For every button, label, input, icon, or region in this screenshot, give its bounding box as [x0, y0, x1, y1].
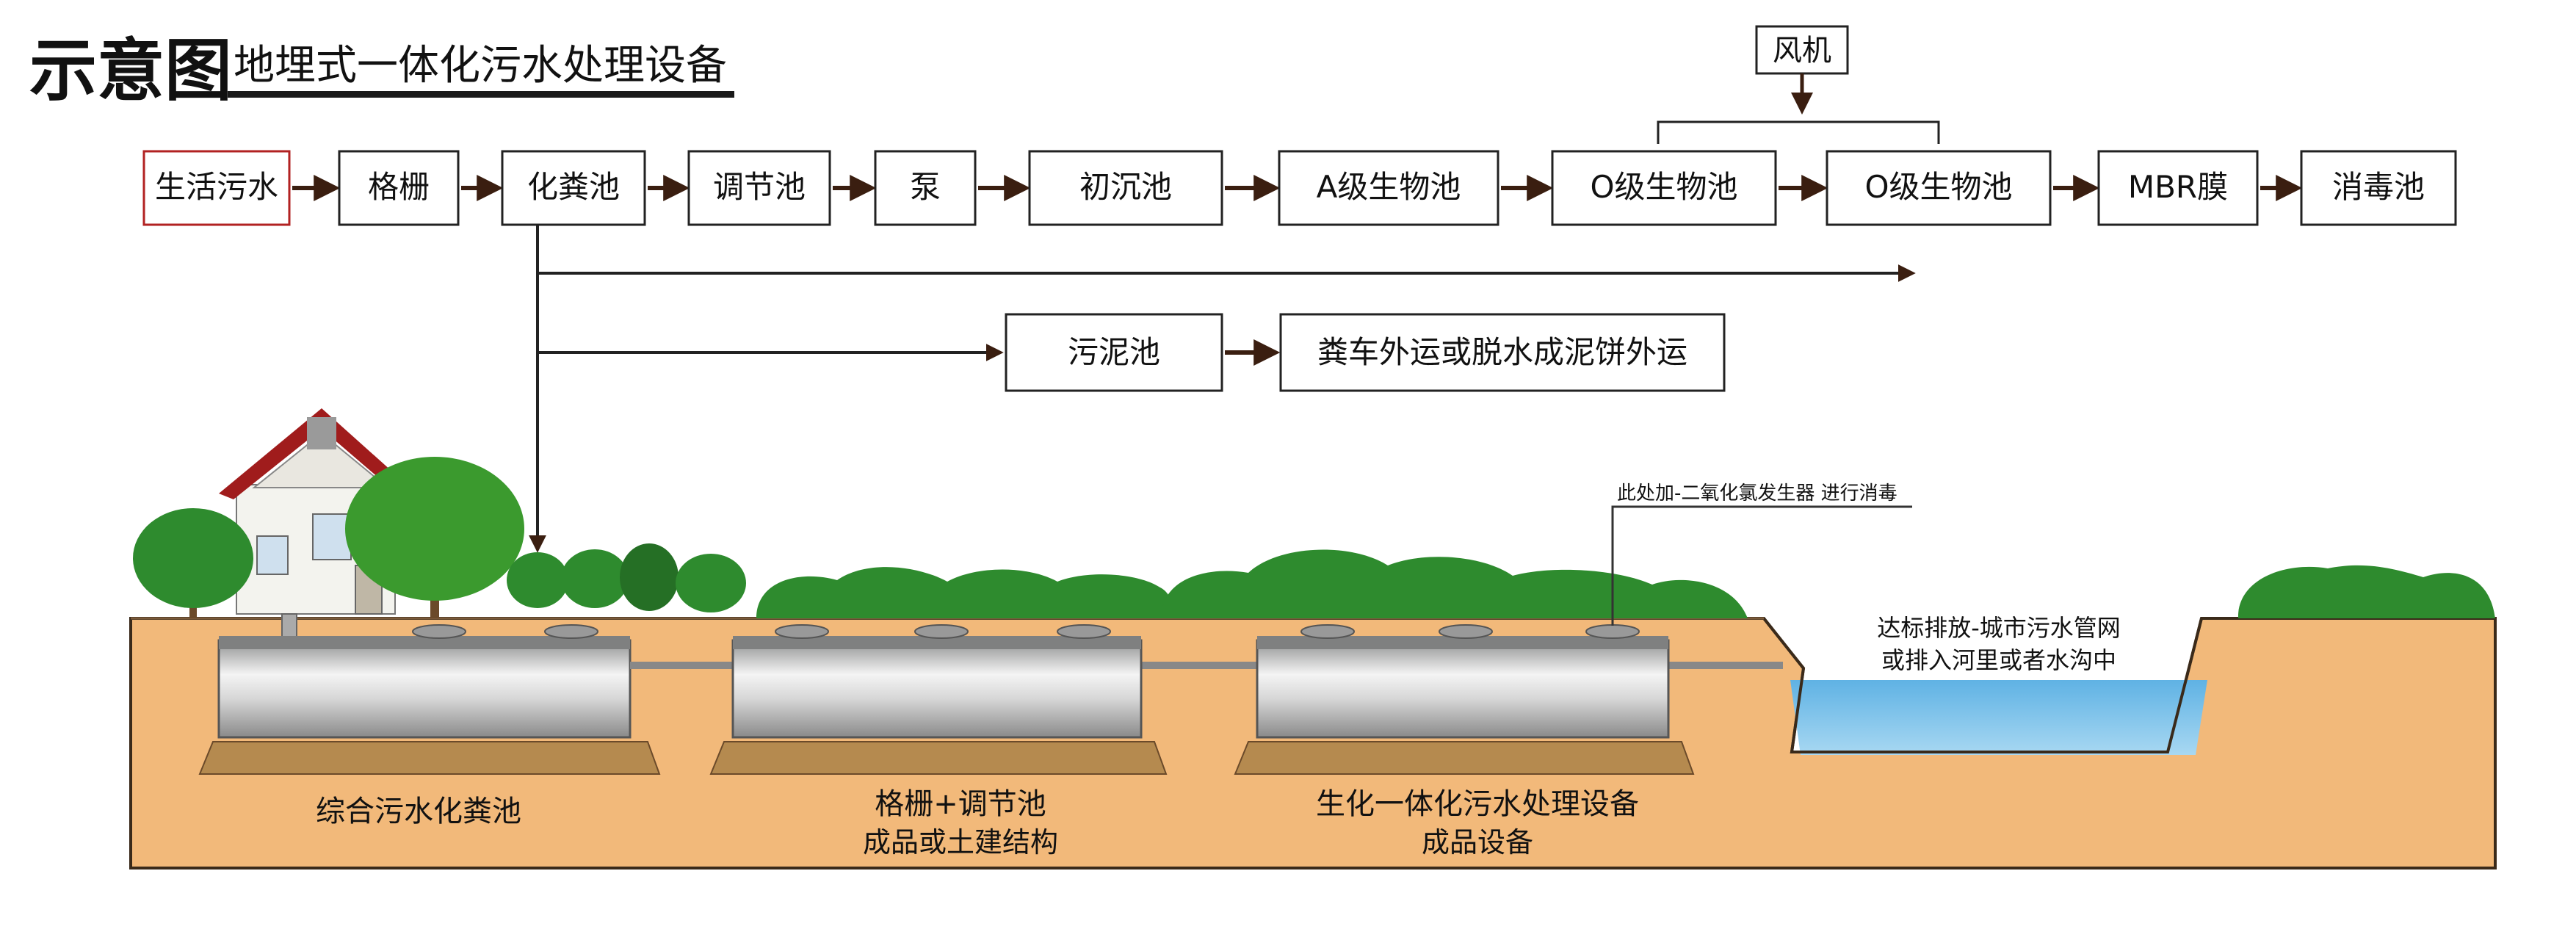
flow-label-o-bio-tank-2: O级生物池	[1864, 169, 2012, 205]
flow-label-grille: 格栅	[368, 169, 430, 205]
flow-box-domestic-sewage	[142, 150, 291, 226]
tank-top	[1257, 636, 1668, 649]
manhole	[544, 624, 598, 639]
tank-regulating-label-2: 成品或土建结构	[863, 826, 1058, 858]
disinfection-callout: 此处加-二氧化氯发生器 进行消毒	[1611, 482, 1912, 626]
trees	[133, 457, 2495, 618]
gravel-base	[1234, 741, 1695, 775]
tank-biochemical-label-1: 生化一体化污水处理设备	[1316, 787, 1639, 821]
flow-label-domestic-sewage: 生活污水	[155, 169, 278, 205]
sludge-pool-box	[1005, 313, 1223, 392]
flow-label-septic-tank: 化粪池	[527, 169, 620, 205]
callout-line	[1611, 505, 1912, 626]
tank-top	[733, 636, 1141, 649]
flow-box-o-bio-tank-2	[1826, 150, 2052, 226]
flow-label-pump: 泵	[910, 169, 941, 205]
sludge-disposal-box	[1279, 313, 1726, 392]
gravel-base	[198, 741, 661, 775]
tree-canopy	[561, 549, 629, 608]
tank-regulating: 格栅+调节池 成品或土建结构	[709, 624, 1168, 858]
tree-canopy	[620, 543, 679, 611]
discharge-note-line-2: 或排入河里或者水沟中	[1881, 646, 2116, 674]
tank-regulating-label-1: 格栅+调节池	[875, 787, 1046, 821]
tree-canopy	[507, 552, 568, 608]
flow-box-a-bio-tank	[1278, 150, 1499, 226]
bushes	[756, 567, 1175, 618]
tank-body	[217, 639, 632, 739]
tank-body	[1256, 639, 1670, 739]
manhole	[412, 624, 466, 639]
house-gable	[252, 432, 390, 488]
tree-canopy	[133, 508, 253, 608]
flow-box-grille	[338, 150, 460, 226]
house-window	[256, 535, 289, 575]
flow-box-o-bio-tank-1	[1551, 150, 1777, 226]
flow-box-primary-settling	[1028, 150, 1223, 226]
title-subtitle: 地埋式一体化污水处理设备	[234, 42, 727, 90]
bushes	[2237, 565, 2495, 618]
tank-septic: 综合污水化粪池	[198, 613, 661, 828]
flow-box-septic-tank	[501, 150, 646, 226]
fan-block: 风机	[1657, 25, 1940, 144]
flow-box-mbr	[2097, 150, 2259, 226]
disinfection-note: 此处加-二氧化氯发生器 进行消毒	[1617, 482, 1897, 505]
process-flow: 生活污水 格栅 化粪池 调节池 泵 初沉池 A级生物池 O级生物池 O级生物池 …	[142, 150, 2457, 226]
flow-label-disinfection: 消毒池	[2332, 169, 2425, 205]
manhole	[1300, 624, 1355, 639]
river-water	[1790, 680, 2207, 755]
tank-biochemical-label-2: 成品设备	[1422, 826, 1533, 858]
flow-label-o-bio-tank-1: O级生物池	[1590, 169, 1737, 205]
manhole	[1057, 624, 1111, 639]
air-distribution-line	[1657, 120, 1940, 144]
house-chimney	[307, 417, 336, 449]
flow-box-pump	[874, 150, 977, 226]
manhole	[775, 624, 829, 639]
header: 示意图 地埋式一体化污水处理设备	[29, 32, 734, 110]
title-main: 示意图	[29, 32, 232, 110]
manhole	[1585, 624, 1640, 639]
sludge-pool-label: 污泥池	[1068, 334, 1160, 370]
bushes	[1161, 549, 1748, 618]
title-underline	[228, 91, 734, 98]
tank-septic-label: 综合污水化粪池	[316, 795, 521, 828]
tree-canopy	[345, 457, 524, 601]
tree-canopy	[676, 554, 746, 612]
flow-box-regulating-tank	[687, 150, 831, 226]
flow-label-mbr: MBR膜	[2128, 169, 2228, 205]
septic-branches: 污泥池 粪车外运或脱水成泥饼外运	[529, 225, 1916, 553]
flow-box-disinfection	[2300, 150, 2457, 226]
flow-label-a-bio-tank: A级生物池	[1317, 169, 1461, 205]
discharge-note-line-1: 达标排放-城市污水管网	[1877, 614, 2121, 642]
manhole	[914, 624, 969, 639]
flow-label-regulating-tank: 调节池	[713, 169, 806, 205]
flow-label-primary-settling: 初沉池	[1079, 169, 1172, 205]
gravel-base	[709, 741, 1168, 775]
manhole	[1439, 624, 1493, 639]
tank-top	[219, 636, 630, 649]
tank-body	[731, 639, 1143, 739]
house-window	[312, 513, 352, 560]
tank-biochemical: 生化一体化污水处理设备 成品设备	[1234, 624, 1695, 858]
sludge-disposal-label: 粪车外运或脱水成泥饼外运	[1317, 334, 1687, 370]
river-bank-outline	[1762, 617, 2203, 753]
fan-label: 风机	[1773, 34, 1831, 68]
fan-box	[1755, 25, 1849, 75]
